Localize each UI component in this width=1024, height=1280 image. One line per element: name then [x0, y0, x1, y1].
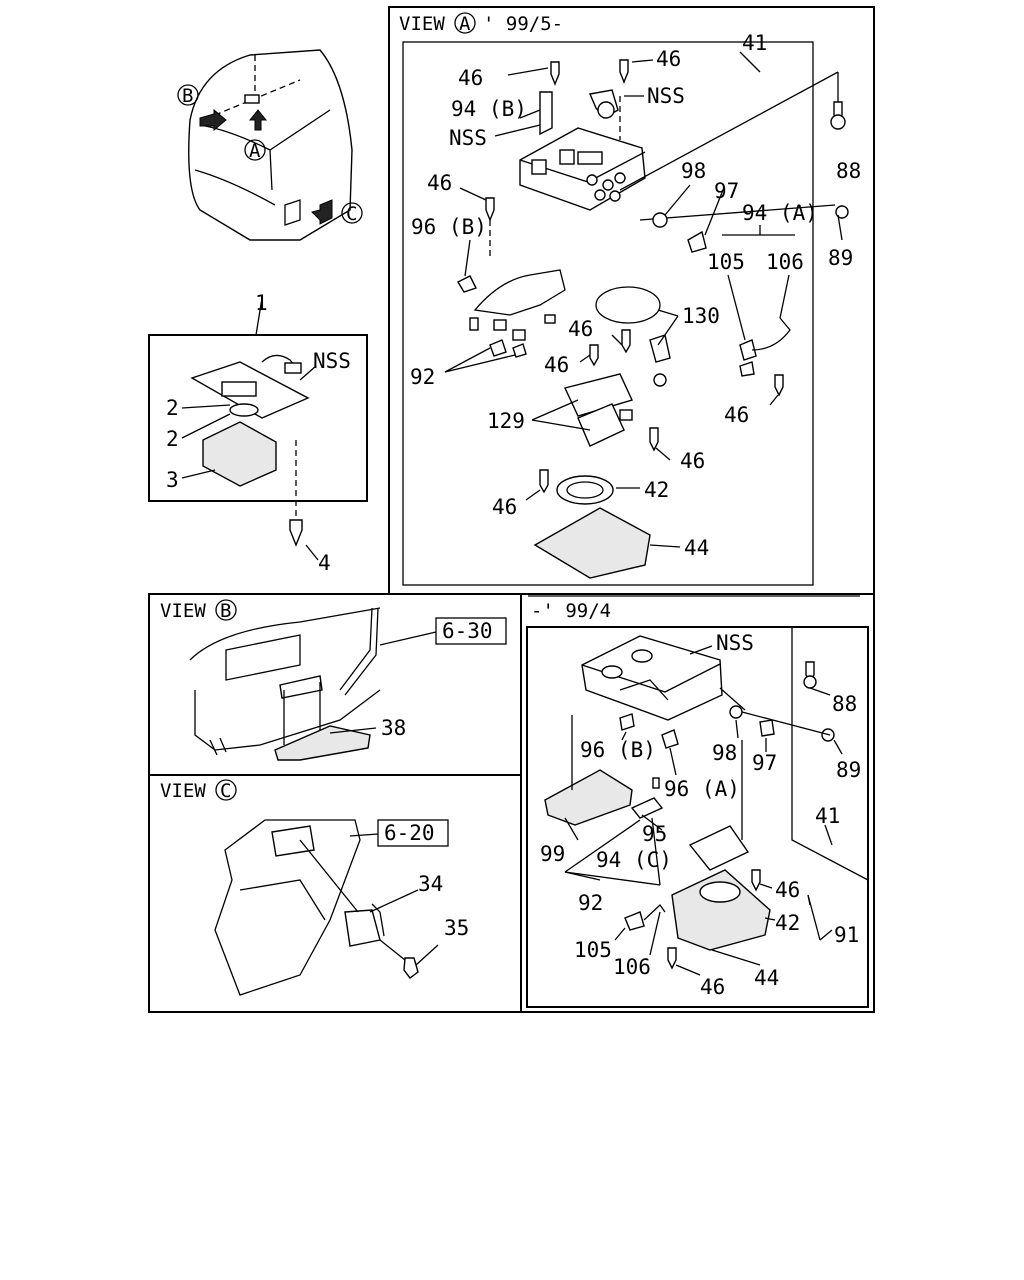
callout-46-e2: 46 — [700, 975, 725, 999]
view-c-prefix: VIEW — [160, 780, 206, 802]
callout-129-a: 129 — [487, 409, 525, 433]
view-c-letter: C — [220, 780, 231, 802]
callout-46-e1: 46 — [775, 878, 800, 902]
callout-41-a: 41 — [742, 31, 767, 55]
callout-nss-a2: NSS — [449, 126, 487, 150]
callout-3: 3 — [166, 468, 179, 492]
callout-2b: 2 — [166, 427, 179, 451]
cab-overview: B A C — [177, 49, 363, 241]
cab-marker-a: A — [249, 140, 261, 162]
callout-44-e: 44 — [754, 966, 779, 990]
callout-46-a8: 46 — [492, 495, 517, 519]
view-b-letter: B — [220, 600, 231, 622]
callout-89-a: 89 — [828, 246, 853, 270]
callout-92-e: 92 — [578, 891, 603, 915]
callout-nss-dome: NSS — [313, 349, 351, 373]
callout-46-a5: 46 — [544, 353, 569, 377]
callout-88-a: 88 — [836, 159, 861, 183]
view-early-drawing: NSS 88 96 (B) 98 97 89 96 (A) 41 95 99 9… — [540, 627, 869, 999]
callout-42-a: 42 — [644, 478, 669, 502]
cab-marker-b: B — [182, 85, 193, 107]
callout-46-a6: 46 — [724, 403, 749, 427]
callout-106-a: 106 — [766, 250, 804, 274]
callout-106-e: 106 — [613, 955, 651, 979]
ref-6-20: 6-20 — [384, 821, 435, 845]
view-b-header: VIEW B — [160, 599, 237, 622]
callout-46-a7: 46 — [680, 449, 705, 473]
callout-89-e: 89 — [836, 758, 861, 782]
callout-96a-e: 96 (A) — [664, 777, 740, 801]
view-a-frame — [388, 6, 875, 595]
callout-95-e: 95 — [642, 822, 667, 846]
callout-38: 38 — [381, 716, 406, 740]
callout-130-a: 130 — [682, 304, 720, 328]
view-a-prefix: VIEW — [399, 13, 445, 35]
callout-91-e: 91 — [834, 923, 859, 947]
callout-97-a: 97 — [714, 179, 739, 203]
callout-88-e: 88 — [832, 692, 857, 716]
dome-lamp-detail: 1 NSS 2 2 3 4 — [166, 291, 351, 575]
callout-2a: 2 — [166, 396, 179, 420]
callout-46-a4: 46 — [568, 317, 593, 341]
callout-96b-a: 96 (B) — [411, 215, 487, 239]
callout-46-a2: 46 — [656, 47, 681, 71]
callout-99-e: 99 — [540, 842, 565, 866]
callout-nss-e: NSS — [716, 631, 754, 655]
callout-105-e: 105 — [574, 938, 612, 962]
view-a-drawing: 41 46 46 NSS 94 (B) NSS 88 46 98 97 96 (… — [410, 31, 861, 579]
view-early-label: -' 99/4 — [531, 600, 611, 622]
callout-34: 34 — [418, 872, 443, 896]
view-c-frame — [148, 774, 522, 1013]
lower-right-frame — [520, 593, 875, 1013]
view-c-drawing: 6-20 34 35 — [214, 819, 469, 996]
view-b-prefix: VIEW — [160, 600, 206, 622]
callout-94c-e: 94 (C) — [596, 848, 672, 872]
callout-46-a1: 46 — [458, 66, 483, 90]
view-a-suffix: ' 99/5- — [483, 13, 563, 35]
callout-96b-e: 96 (B) — [580, 738, 656, 762]
callout-98-a: 98 — [681, 159, 706, 183]
view-b-drawing: 6-30 38 — [189, 607, 507, 761]
view-early-frame — [526, 626, 869, 1008]
callout-105-a: 105 — [707, 250, 745, 274]
ref-6-30: 6-30 — [442, 619, 493, 643]
detail-1-frame — [148, 334, 368, 502]
view-a-inner-frame — [402, 41, 814, 586]
callout-4: 4 — [318, 551, 331, 575]
callout-46-a3: 46 — [427, 171, 452, 195]
callout-94b-a: 94 (B) — [451, 97, 527, 121]
callout-44-a: 44 — [684, 536, 709, 560]
cab-marker-c: C — [346, 203, 357, 225]
callout-35: 35 — [444, 916, 469, 940]
callout-98-e: 98 — [712, 741, 737, 765]
view-a-letter: A — [459, 13, 471, 35]
callout-nss-a1: NSS — [647, 84, 685, 108]
view-c-header: VIEW C — [160, 779, 237, 802]
callout-97-e: 97 — [752, 751, 777, 775]
callout-41-e: 41 — [815, 804, 840, 828]
callout-1: 1 — [255, 291, 268, 315]
callout-94a-a: 94 (A) — [742, 201, 818, 225]
view-a-header: VIEW A ' 99/5- — [399, 12, 563, 35]
callout-92-a: 92 — [410, 365, 435, 389]
callout-42-e: 42 — [775, 911, 800, 935]
